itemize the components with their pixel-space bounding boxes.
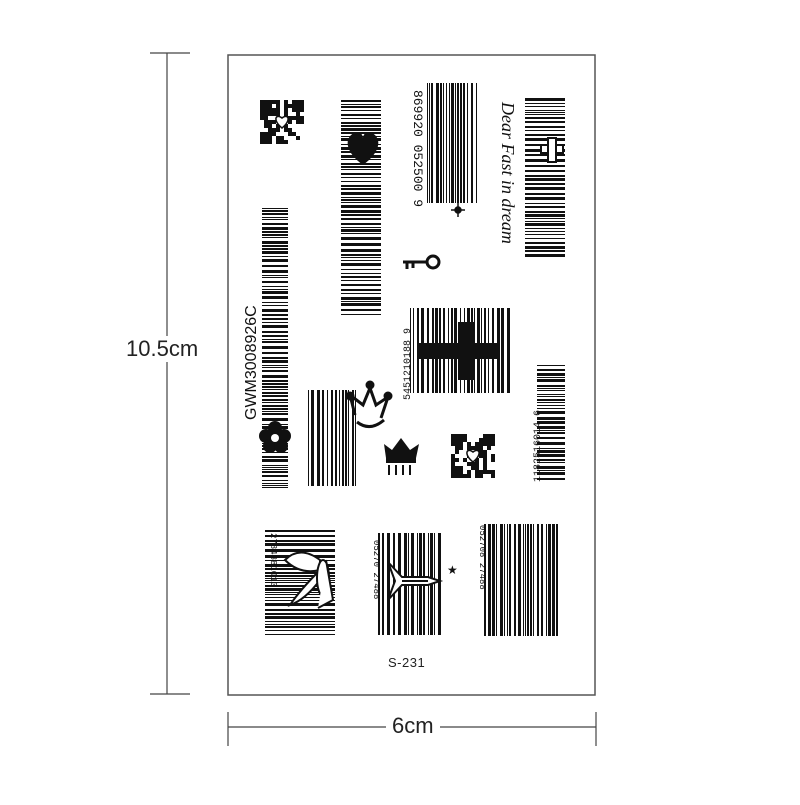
height-dimension-label: 10.5cm xyxy=(124,336,201,362)
barcode-digits: 1182516014 6 xyxy=(533,410,544,482)
barcode-digits: 2784881010 xyxy=(268,533,278,587)
barcode-digits: 5451210188 9 xyxy=(403,328,414,400)
eiffel-tower-icon xyxy=(387,561,444,601)
key-icon xyxy=(403,254,441,270)
width-dimension-label: 6cm xyxy=(386,713,440,739)
qr-code-icon xyxy=(451,434,495,478)
barcode-digits: 869920 052500 9 xyxy=(410,90,425,207)
sun-icon xyxy=(451,203,465,217)
heart-icon xyxy=(347,132,379,165)
crown-icon xyxy=(345,380,393,428)
sheet-code-label: S-231 xyxy=(388,655,426,670)
barcode xyxy=(484,524,558,636)
barcode-digits: 05270 27488 xyxy=(371,540,381,599)
cross-icon xyxy=(540,137,564,163)
barcode-digits: GWM3008926C xyxy=(243,305,260,420)
barcode-digits: 052708 27488 xyxy=(477,525,487,590)
flower-icon xyxy=(259,421,291,453)
qr-code-icon xyxy=(260,100,304,144)
height-dimension-line xyxy=(150,52,190,695)
bow-icon xyxy=(283,551,335,609)
barcode xyxy=(308,390,356,486)
crown-icon xyxy=(384,438,419,475)
barcode xyxy=(537,365,565,480)
script-text: Dear Fast in dream xyxy=(498,101,518,244)
star-icon: ★ xyxy=(447,563,458,577)
cross-icon xyxy=(418,322,498,380)
barcode xyxy=(427,83,477,203)
